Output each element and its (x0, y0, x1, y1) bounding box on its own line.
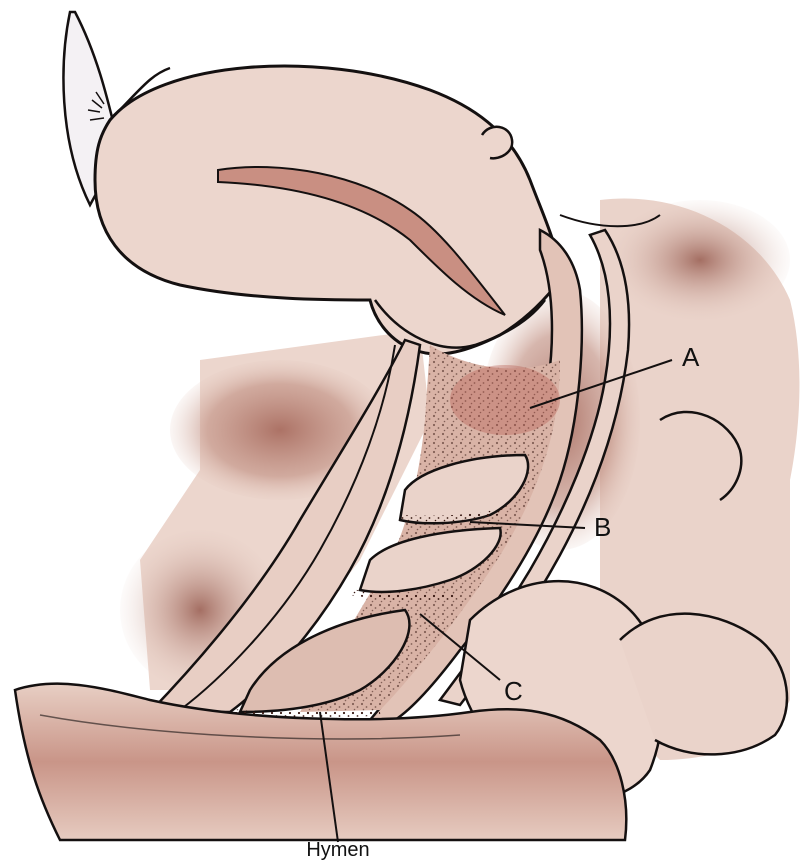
vulva-floor (13, 682, 628, 842)
uterus (87, 64, 562, 356)
leader-line-b (469, 521, 586, 529)
label-a: A (682, 342, 700, 372)
label-hymen: Hymen (306, 839, 369, 861)
leader-line-c (419, 613, 501, 681)
leader-lines (319, 359, 673, 843)
leader-line-a (529, 359, 673, 409)
label-c: C (504, 676, 523, 706)
leader-line-hymen (319, 711, 339, 843)
label-b: B (594, 512, 611, 542)
septal-spaces (229, 453, 530, 718)
